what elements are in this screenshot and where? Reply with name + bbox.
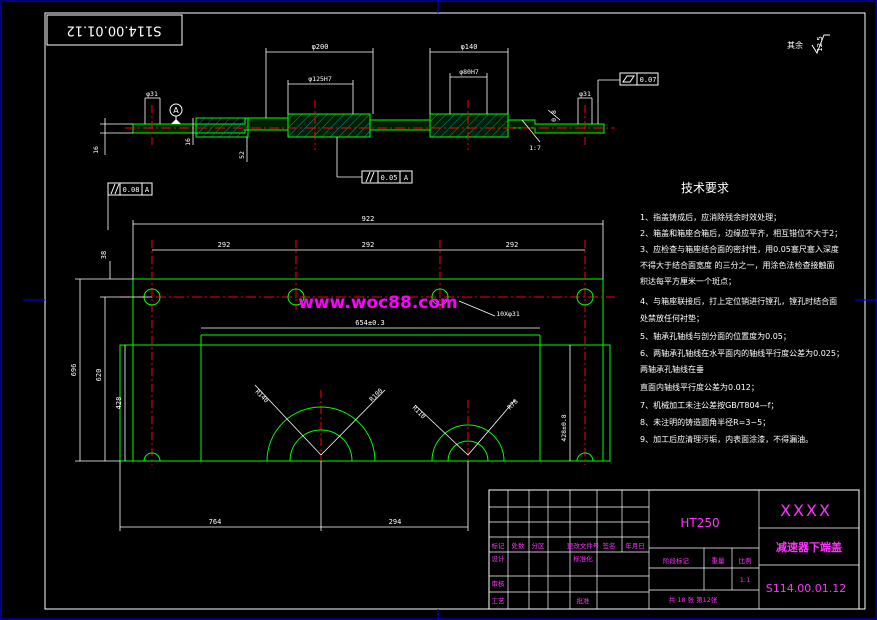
tb-process: 工艺 <box>492 597 506 605</box>
fcf-top-value: 0.08 <box>123 186 140 194</box>
tech-line-14: 9、加工后应清理污垢，内表面涂漆，不得漏油。 <box>640 434 813 444</box>
inner-frame <box>44 12 866 610</box>
fcf-top-ref: A <box>145 186 150 194</box>
section-hatch-mid <box>287 113 371 138</box>
dim-d140: φ140 <box>461 43 478 51</box>
tech-line-12: 7、机械加工未注公差按GB/T804—f； <box>640 400 778 410</box>
datum-a-label: A <box>173 106 179 115</box>
parallel-icon-top <box>110 183 116 195</box>
dim-d200: φ200 <box>312 43 329 51</box>
fcf-flatness <box>619 72 659 86</box>
fcf-parallel-ref: A <box>404 174 409 182</box>
dim-r140: R140 <box>254 388 271 405</box>
tb-h-file: 更改文件号 <box>567 541 600 550</box>
tb-scale-value: 1:1 <box>740 576 750 584</box>
dim-ratio: 1:7 <box>529 144 541 152</box>
dim-428-tol: 428±0.8 <box>560 414 568 441</box>
dim-38: 38 <box>100 251 108 259</box>
dim-t16-left: 16 <box>92 146 100 154</box>
dim-d31-left: φ31 <box>146 90 158 98</box>
fcf-parallel-value: 0.05 <box>381 174 398 182</box>
dim-292-b: 292 <box>362 241 375 249</box>
section-hatch-right <box>429 113 509 138</box>
tb-stage-mark: 阶段标记 <box>663 556 690 565</box>
dim-t16-mid: 16 <box>184 138 192 146</box>
tech-line-3: 3、应检查与箱座结合面的密封性，用0.05塞尺塞入深度 <box>640 244 839 254</box>
tech-line-11: 直面内轴线平行度公差为0.012； <box>640 382 759 392</box>
dim-294: 294 <box>389 518 402 526</box>
parallel-icon <box>365 171 371 183</box>
dim-d31-right: φ31 <box>579 90 591 98</box>
tb-h-date: 年月日 <box>625 541 645 550</box>
tb-h-zone: 分区 <box>532 541 546 550</box>
rest-roughness-label: 其余 <box>787 40 803 50</box>
tb-standardize: 标准化 <box>573 554 593 563</box>
tb-weight: 重量 <box>712 557 726 565</box>
section-view: φ200 φ140 φ125H7 φ80H7 φ31 φ31 16 16 52 … <box>92 43 659 184</box>
tb-material: HT250 <box>680 516 719 530</box>
tb-approve: 批准 <box>577 596 591 605</box>
fcf-top <box>107 182 153 196</box>
roughness-08: 0.8 <box>550 110 558 122</box>
tb-design: 设计 <box>492 554 506 563</box>
tech-line-8: 5、轴承孔轴线与剖分面的位置度为0.05； <box>640 331 791 341</box>
tech-line-5: 积达每平方厘米一个斑点； <box>640 276 736 286</box>
fcf-parallel <box>361 170 413 184</box>
tech-line-7: 处禁放任何衬垫； <box>640 313 704 323</box>
dim-r100: R100 <box>368 387 385 404</box>
title-block: HT250 XXXX 减速器下端盖 S114.00.01.12 标记 处数 分区… <box>488 489 860 610</box>
tech-line-10: 两轴承孔轴线在垂 <box>640 364 704 374</box>
dim-696: 696 <box>70 364 78 377</box>
tb-scale: 比例 <box>739 556 752 565</box>
dim-r110: R110 <box>411 404 428 421</box>
tb-h-sign: 签名 <box>603 541 616 550</box>
dim-764: 764 <box>209 518 222 526</box>
flatness-icon <box>622 75 635 83</box>
rest-roughness-value: 12.5 <box>816 36 824 52</box>
roughness-symbol-icon <box>811 34 830 55</box>
tb-h-count: 处数 <box>512 541 526 550</box>
tech-line-13: 8、未注明的铸造圆角半径R=3~5； <box>640 417 770 427</box>
tech-line-6: 4、与箱座联接后，打上定位销进行镗孔，镗孔时结合面 <box>640 296 837 306</box>
dim-654: 654±0.3 <box>355 319 385 327</box>
dim-922: 922 <box>362 215 375 223</box>
tb-h-mark: 标记 <box>492 541 506 550</box>
tb-company: XXXX <box>780 501 832 520</box>
dim-r78: R78 <box>506 397 520 411</box>
dim-292-c: 292 <box>506 241 519 249</box>
tb-review: 审核 <box>492 579 506 588</box>
tech-line-4: 不得大于结合面宽度 的三分之一，用涂色法检查接触面 <box>640 260 835 270</box>
technical-requirements: 技术要求 1、指盖铸成后，应消除残余时效处理； 2、箱盖和箱座合箱后，边缘应平齐… <box>640 181 844 444</box>
tech-line-2: 2、箱盖和箱座合箱后，边缘应平齐，相互错位不大于2； <box>640 228 842 238</box>
dim-620: 620 <box>95 369 103 382</box>
tech-line-1: 1、指盖铸成后，应消除残余时效处理； <box>640 212 781 222</box>
dim-428: 428 <box>115 397 123 410</box>
dim-t52: 52 <box>238 151 246 159</box>
tb-part-name: 减速器下端盖 <box>776 540 842 554</box>
tech-title: 技术要求 <box>681 181 729 195</box>
title-block-frame <box>488 489 860 610</box>
tb-sheets: 共 18 张 第12张 <box>669 595 718 604</box>
drawing-number-box-text: S114.00.01.12 <box>66 23 161 38</box>
plan-view: R140 R100 R110 R78 922 292 <box>70 182 615 531</box>
dim-d125: φ125H7 <box>308 75 332 83</box>
fcf-flatness-value: 0.07 <box>640 76 657 84</box>
dim-292-a: 292 <box>218 241 231 249</box>
drawing-number-box <box>46 14 183 46</box>
tb-drawing-no: S114.00.01.12 <box>766 582 846 595</box>
dim-d80: φ80H7 <box>459 68 479 76</box>
plan-flange <box>119 344 611 462</box>
dim-holes: 10Xφ31 <box>496 310 520 318</box>
tech-line-9: 6、两轴承孔轴线在水平面内的轴线平行度公差为0.025； <box>640 348 844 358</box>
watermark-text: www.woc88.com <box>298 293 458 313</box>
datum-a-triangle-icon <box>171 119 181 124</box>
